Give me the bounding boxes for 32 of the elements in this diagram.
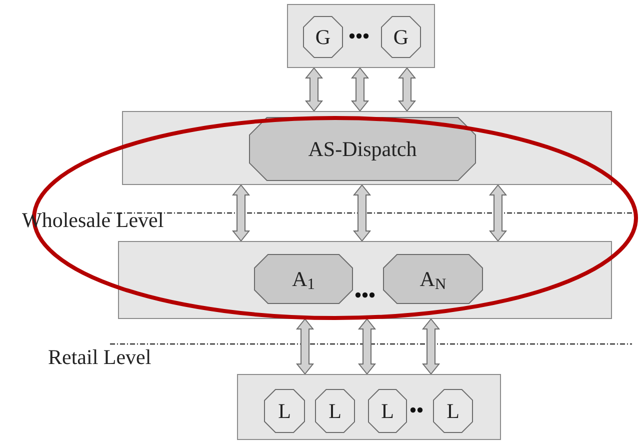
double-arrow: [350, 67, 370, 112]
double-arrow: [422, 318, 440, 375]
agent-octagon: [254, 254, 353, 304]
agent-octagon: [381, 16, 421, 58]
level-label: Retail Level: [48, 347, 152, 368]
double-arrow: [296, 318, 314, 375]
node-label: L: [278, 400, 291, 422]
double-arrow: [358, 318, 376, 375]
node-label: L: [446, 400, 460, 422]
level-panel: [287, 4, 435, 68]
double-arrow: [488, 184, 508, 242]
node-label: A$_{1}$: [292, 268, 316, 290]
double-arrow: [232, 184, 250, 242]
node-label: L: [328, 400, 342, 422]
node-label: AS-Dispatch: [308, 138, 417, 160]
agent-octagon: [368, 389, 407, 433]
node-label: G: [393, 26, 409, 48]
agent-octagon: [315, 389, 355, 433]
agent-octagon: [264, 389, 305, 433]
node-label: G: [315, 26, 331, 48]
agent-octagon: [433, 389, 473, 433]
node-label: L: [381, 400, 394, 422]
level-panel: [118, 241, 612, 319]
double-arrow: [398, 67, 416, 112]
double-arrow: [304, 67, 324, 112]
level-panel: [237, 374, 501, 440]
level-panel: [122, 111, 612, 185]
agent-octagon: [249, 117, 476, 181]
node-label: A$_{N}$: [420, 268, 446, 290]
agent-octagon: [383, 254, 483, 304]
double-arrow: [352, 184, 372, 242]
agent-octagon: [303, 16, 343, 58]
